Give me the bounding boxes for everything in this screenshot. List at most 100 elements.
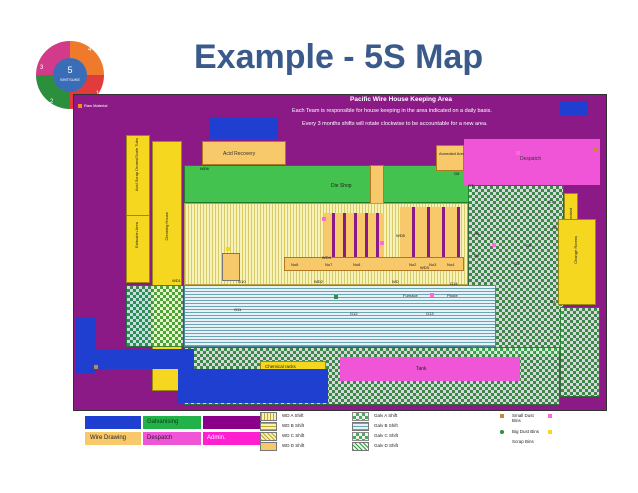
tank-label: Tank: [416, 366, 427, 372]
big-bin-label: Big Dust Bins: [512, 429, 540, 434]
bin-marker: [516, 151, 520, 155]
legend-wd-shifts: WD A Shift WD B Shift WD C Shift WD D Sh…: [260, 412, 350, 452]
zone-tag: G9: [474, 253, 480, 258]
map-heading: Pacific Wire House Keeping Area: [350, 96, 452, 103]
chemical-racks-label: Chemical racks: [265, 364, 296, 369]
zone-tag: WD3: [420, 265, 429, 270]
despatch-area: Despatch: [464, 139, 600, 185]
acid-scrap-label: Acid Scrap Drums/Scale Tubs: [134, 138, 139, 192]
logo-center-number: 5: [67, 65, 72, 75]
legend-maintenance: Maintenance: [85, 416, 141, 429]
galv-a-label: Galv A Shift: [374, 413, 398, 418]
zone-tag: G2: [552, 225, 558, 230]
galv-c-swatch: [352, 432, 369, 441]
bin-marker: [430, 293, 434, 297]
change-rooms-label: Change Rooms: [573, 236, 578, 264]
legend-label: Wire Drawing: [90, 435, 127, 441]
machine-label: No3: [429, 262, 437, 267]
small-bin-icon-2: [548, 414, 552, 418]
wd-d-label: WD D Shift: [282, 443, 305, 448]
zone-tag: WD: [392, 279, 399, 284]
annealed-area: Annealed Area: [436, 145, 466, 171]
extrusion-label: Extrusion Area: [134, 222, 139, 249]
wd-spares-strip: [370, 165, 384, 205]
maintenance-bottom-area: [178, 369, 328, 403]
zone-tag: WD4: [322, 255, 331, 260]
zone-tag: G5: [526, 243, 532, 248]
logo-center-text: SHITSUKE: [60, 77, 80, 82]
legend-despatch: Despatch: [143, 432, 201, 445]
zone-tag: WD1: [172, 278, 181, 283]
legend-admin: Admin.: [203, 432, 261, 445]
maintenance-bottom-area: [94, 349, 194, 369]
legend-wire-drawing: Wire Drawing: [85, 432, 141, 445]
wd-d-swatch: [260, 442, 277, 451]
legend-label: Admin.: [207, 435, 226, 441]
galvanising-right-area: [560, 307, 600, 397]
admin-blue-box: [560, 101, 588, 115]
wd-b-label: WD B Shift: [282, 423, 305, 428]
zone-tag: G7: [468, 183, 474, 188]
acid-recovery-label: Acid Recovery: [223, 151, 256, 157]
page-title: Example - 5S Map: [194, 38, 484, 76]
bin-marker: [380, 241, 384, 245]
wd-b-swatch: [260, 422, 277, 431]
legend-label: Galvanising: [147, 419, 179, 425]
galv-a-swatch: [352, 412, 369, 421]
galv-b-swatch: [352, 422, 369, 431]
raw-material-label: Raw Material: [84, 103, 108, 108]
wd-c-swatch: [260, 432, 277, 441]
legend-bins: Small Dust Bins Big Dust Bins Scrap Bins: [500, 412, 570, 452]
zone-tag: G13: [426, 311, 434, 316]
big-bin-icon: [500, 430, 504, 434]
zone-tag: G14: [450, 281, 458, 286]
furnace-label: Furnace: [403, 293, 418, 298]
bin-marker: [94, 365, 98, 369]
tank-area: Tank: [340, 357, 520, 381]
extrusion-strip: Extrusion Area: [126, 215, 150, 283]
zone-tag: G1: [548, 199, 554, 204]
wd-a-label: WD A Shift: [282, 413, 304, 418]
legend-label: Rod Yard: [207, 419, 232, 425]
small-bin-icon: [500, 414, 504, 418]
zone-tag: G11: [234, 307, 242, 312]
galv-d-label: Galv D Shift: [374, 443, 399, 448]
zone-tag: WD6: [200, 166, 209, 171]
5s-logo: 5 SHITSUKE 4 1 3 2: [30, 35, 110, 115]
scrap-bin-label: Scrap Bins: [512, 439, 534, 444]
map-instruction-2: Every 3 months shifts will rotate clockw…: [302, 121, 488, 127]
machine-strips: [400, 207, 460, 257]
zone-tag: G8: [474, 231, 480, 236]
wd-block: [222, 253, 240, 281]
galvanising-lower-area: [126, 285, 184, 347]
small-bin-label: Small Dust Bins: [512, 413, 534, 423]
machine-label: No8: [353, 262, 361, 267]
housekeeping-map: Pacific Wire House Keeping Area Each Tea…: [73, 94, 607, 411]
raw-material-marker: [78, 104, 82, 108]
zone-tag: G3: [514, 261, 520, 266]
cleaning-house-label: Cleaning House: [164, 212, 169, 241]
galv-b-label: Galv B Shift: [374, 423, 398, 428]
legend-rod-yard: Rod Yard: [203, 416, 261, 429]
bin-marker: [226, 247, 230, 251]
die-shop-label: Die Shop: [331, 183, 352, 189]
acid-recovery-area: Acid Recovery: [202, 141, 286, 165]
zone-tag: G4: [550, 299, 556, 304]
zone-tag: WD5: [396, 233, 405, 238]
wd-a-swatch: [260, 412, 277, 421]
annealed-label: Annealed Area: [439, 151, 466, 156]
despatch-label: Despatch: [520, 156, 542, 162]
zone-tag: G12: [350, 311, 358, 316]
machine-label: No6: [291, 262, 299, 267]
bin-marker: [334, 295, 338, 299]
legend-galvanising: Galvanising: [143, 416, 201, 429]
map-instruction-1: Each Team is responsible for house keepi…: [292, 108, 492, 114]
5s-wheel-icon: 5 SHITSUKE 4 1 3 2: [36, 41, 104, 109]
legend-label: Maintenance: [90, 419, 125, 425]
logo-number: 4: [88, 47, 92, 53]
machine-strips: [324, 213, 384, 257]
machine-label: No4: [447, 262, 455, 267]
machine-label: No2: [409, 262, 417, 267]
zone-tag: WD2: [314, 279, 323, 284]
legend-label: Despatch: [147, 435, 173, 441]
